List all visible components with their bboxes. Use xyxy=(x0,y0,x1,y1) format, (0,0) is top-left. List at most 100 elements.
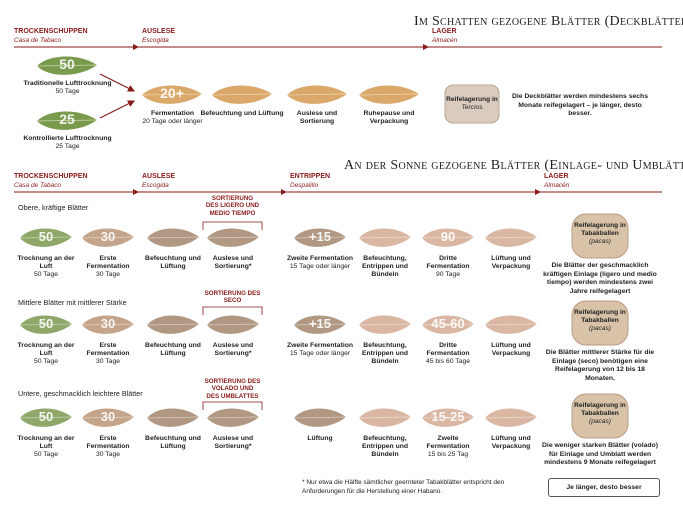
step-label: Auslese und Sortierung* xyxy=(212,342,254,357)
step-label: Lüftung und Verpackung xyxy=(491,435,531,450)
tobacco-leaf-icon: 30 xyxy=(80,225,136,251)
stage-sublabel: Escogida xyxy=(142,182,169,189)
leaf-number: 50 xyxy=(38,316,54,331)
stage-sublabel: Escogida xyxy=(142,37,169,44)
tobacco-leaf-icon xyxy=(357,225,413,251)
row-label: Mittlere Blätter mit mittlerer Stärke xyxy=(18,298,127,307)
stage-label: AUSLESE xyxy=(142,28,176,35)
step-label: Lüftung und Verpackung xyxy=(491,342,531,357)
tobacco-leaf-icon xyxy=(357,312,413,338)
stage-label: AUSLESE xyxy=(142,173,176,180)
tobacco-leaf-icon: 90 xyxy=(420,225,476,251)
stage-sublabel: Despalillo xyxy=(290,182,319,189)
step-label: Lüftung und Verpackung xyxy=(491,255,531,270)
tobacco-leaf-icon: 20+ xyxy=(140,82,204,108)
stage-sublabel: Casa de Tabaco xyxy=(14,37,62,44)
tobacco-leaf-icon: +15 xyxy=(292,312,348,338)
tobacco-leaf-icon xyxy=(483,225,539,251)
tobacco-leaf-icon: 15-25 xyxy=(420,405,476,431)
stage-sublabel: Almacén xyxy=(432,37,458,44)
step-label: Auslese und Sortierung* xyxy=(212,255,254,270)
tobacco-leaf-icon xyxy=(205,405,261,431)
aging-note: Die weniger starken Blätter (volado) für… xyxy=(542,442,658,467)
bottom-title: An der Sonne gezogene Blätter (Einlage- … xyxy=(344,158,683,173)
leaf-number: +15 xyxy=(308,229,332,244)
step-label: Befeuchtung, Entrippen und Bündeln xyxy=(361,342,409,365)
sort-bracket xyxy=(202,401,263,410)
tobacco-leaf-icon xyxy=(145,405,201,431)
sort-bracket xyxy=(202,306,263,315)
step-label: Ruhepause und Verpackung xyxy=(363,110,415,125)
tobacco-leaf-icon xyxy=(357,82,421,108)
flow-arrow xyxy=(99,73,136,92)
sort-bracket xyxy=(202,221,263,230)
tobacco-leaf-icon xyxy=(205,312,261,338)
stage-label: ENTRIPPEN xyxy=(290,173,331,180)
stage-sublabel: Casa de Tabaco xyxy=(14,182,62,189)
step-label: Lüftung xyxy=(307,435,333,442)
tobacco-leaf-icon: 50 xyxy=(35,53,99,79)
tobacco-leaf-icon xyxy=(483,405,539,431)
leaf-number: 90 xyxy=(440,229,456,244)
step-label: Befeuchtung, Entrippen und Bündeln xyxy=(361,435,409,458)
tobacco-leaf-icon: +15 xyxy=(292,225,348,251)
stage-sublabel: Almacén xyxy=(544,182,570,189)
leaf-number: 45-60 xyxy=(431,316,465,331)
aging-note: Die Deckblätter werden mindestens sechs … xyxy=(512,93,648,118)
tobacco-leaf-icon: 25 xyxy=(35,108,99,134)
row-label: Obere, kräftige Blätter xyxy=(18,203,89,212)
step-label: Befeuchtung, Entrippen und Bündeln xyxy=(361,255,409,278)
stage-label: TROCKENSCHUPPEN xyxy=(14,173,88,180)
paca-bale-icon: Reifelagerung in Tabakballen(pacas) xyxy=(570,212,630,260)
aging-note: Die Blätter mittlerer Stärke für die Ein… xyxy=(545,349,655,382)
tobacco-leaf-icon: 45-60 xyxy=(420,312,476,338)
tobacco-leaf-icon xyxy=(292,405,348,431)
aging-note: Die Blätter der geschmacklich kräftigen … xyxy=(543,262,657,295)
footnote: * Nur etwa die Hälfte sämtlicher geernte… xyxy=(302,479,505,495)
leaf-number: 30 xyxy=(100,316,116,331)
stage-label: LAGER xyxy=(544,173,569,180)
stage-label: TROCKENSCHUPPEN xyxy=(14,28,88,35)
paca-bale-icon: Reifelagerung in Tabakballen(pacas) xyxy=(570,299,630,347)
step-label: Befeuchtung und Lüftung xyxy=(145,342,201,357)
paca-bale-icon: Reifelagerung in Tabakballen(pacas) xyxy=(570,392,630,440)
leaf-number: 15-25 xyxy=(431,409,465,424)
tobacco-leaf-icon xyxy=(210,82,274,108)
tobacco-leaf-icon: 50 xyxy=(18,405,74,431)
tobacco-leaf-icon xyxy=(483,312,539,338)
je-laenger-button[interactable]: Je länger, desto besser xyxy=(548,478,660,497)
tobacco-leaf-icon: 30 xyxy=(80,312,136,338)
row-label: Untere, geschmacklich leichtere Blätter xyxy=(18,389,143,398)
tobacco-leaf-icon xyxy=(145,225,201,251)
top-title: Im Schatten gezogene Blätter (Deckblätte… xyxy=(414,14,683,29)
tobacco-leaf-icon: 50 xyxy=(18,312,74,338)
tobacco-leaf-icon: 30 xyxy=(80,405,136,431)
flow-arrow xyxy=(99,100,136,119)
leaf-number: 30 xyxy=(100,409,116,424)
tobacco-leaf-icon: 50 xyxy=(18,225,74,251)
tobacco-leaf-icon xyxy=(205,225,261,251)
tobacco-leaf-icon xyxy=(357,405,413,431)
tobacco-leaf-icon xyxy=(285,82,349,108)
step-label: Befeuchtung und Lüftung xyxy=(145,435,201,450)
step-label: Auslese und Sortierung xyxy=(296,110,338,125)
step-label: Befeuchtung und Lüftung xyxy=(200,110,284,117)
step-label: Auslese und Sortierung* xyxy=(212,435,254,450)
